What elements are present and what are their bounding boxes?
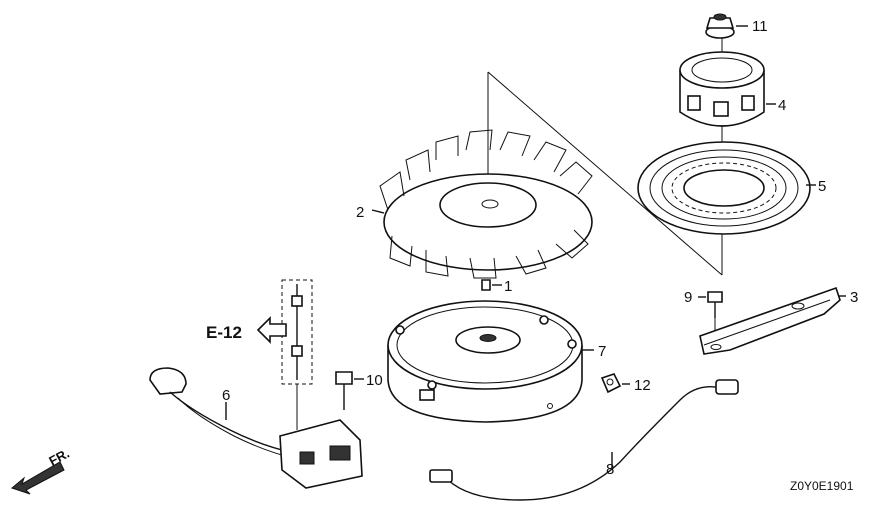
flange-nut-part xyxy=(705,13,748,39)
label-11: 11 xyxy=(752,18,768,35)
bolt-10-part xyxy=(335,371,364,410)
wire-clip-part xyxy=(600,373,630,394)
flywheel-part xyxy=(387,300,594,423)
ground-wire-part xyxy=(429,379,739,501)
reference-arrow xyxy=(256,316,287,344)
front-direction-arrow xyxy=(10,461,65,495)
label-1: 1 xyxy=(504,278,512,295)
stud-bolt-part xyxy=(281,279,313,430)
label-2: 2 xyxy=(356,204,364,221)
screen-grid-part xyxy=(637,141,816,235)
label-6: 6 xyxy=(222,387,230,404)
label-7: 7 xyxy=(598,343,606,360)
ignition-coil-part xyxy=(149,367,363,489)
starter-pulley-part xyxy=(679,51,776,127)
reference-label: E-12 xyxy=(206,323,242,342)
label-10: 10 xyxy=(366,372,383,389)
label-9: 9 xyxy=(684,289,692,306)
cooling-fan-part xyxy=(371,129,593,279)
diagram-code: Z0Y0E1901 xyxy=(790,479,854,493)
label-5: 5 xyxy=(818,178,826,195)
label-4: 4 xyxy=(778,97,786,114)
label-8: 8 xyxy=(606,461,614,478)
woodruff-key-part xyxy=(481,279,502,291)
label-3: 3 xyxy=(850,289,858,306)
direction-label: FR. xyxy=(46,446,72,469)
cover-plate-part xyxy=(699,286,846,355)
label-12: 12 xyxy=(634,377,651,394)
bolt-9-part xyxy=(698,291,723,318)
